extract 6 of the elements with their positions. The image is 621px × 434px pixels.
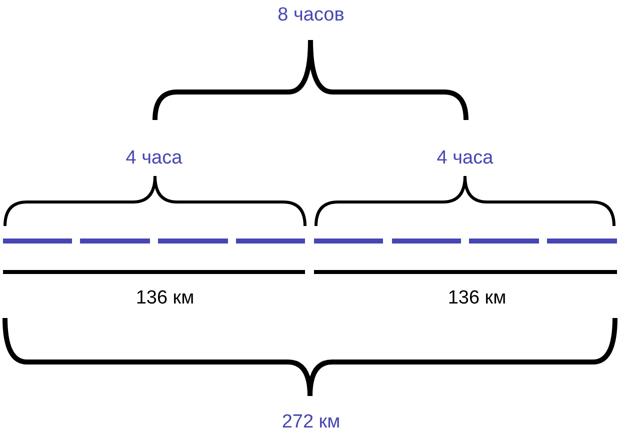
time-label: 4 часа: [436, 148, 494, 168]
distance-label: 136 км: [136, 288, 194, 308]
total-distance-label: 272 км: [282, 412, 340, 432]
time-label: 4 часа: [126, 148, 182, 168]
time-label: 8 часов: [278, 6, 344, 24]
distance-label: 136 км: [448, 288, 506, 308]
